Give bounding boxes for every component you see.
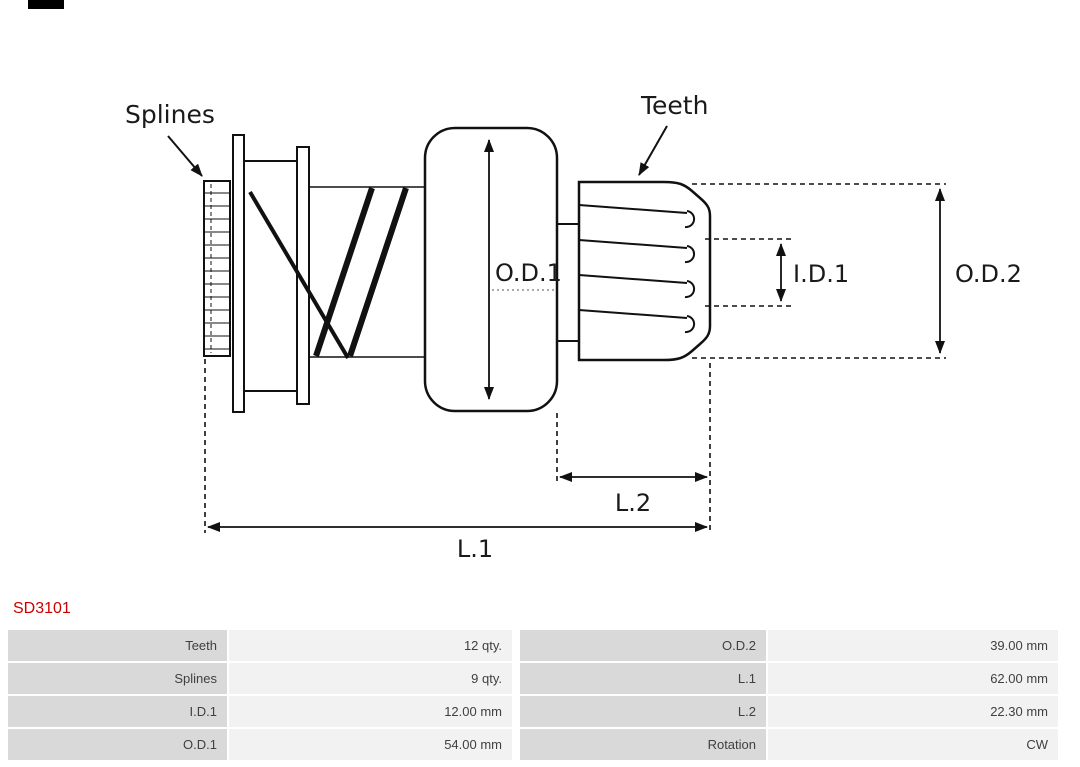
od2-label: O.D.2 [955,260,1022,288]
teeth-callout: Teeth [638,91,708,176]
spec-value-cell: 12 qty. [229,630,512,661]
spec-label-cell: Rotation [520,729,766,760]
spec-label-cell: I.D.1 [8,696,227,727]
dimension-l2: L.2 [556,363,711,533]
starter-drive-diagram: Splines Teeth O.D.1 I.D.1 O.D.2 [125,91,1022,563]
table-row: O.D.1 54.00 mm Rotation CW [8,729,1058,760]
dimension-od2: O.D.2 [692,183,1022,359]
table-row: Teeth 12 qty. O.D.2 39.00 mm [8,630,1058,661]
spec-value-cell: 39.00 mm [768,630,1058,661]
product-code: SD3101 [13,600,71,617]
stop-collar-flanges [232,134,310,413]
dimension-id1: I.D.1 [705,238,849,307]
pinion-gear [577,180,712,362]
spec-value-cell: 12.00 mm [229,696,512,727]
spec-label-cell: Teeth [8,630,227,661]
l1-label: L.1 [457,535,493,563]
spec-value-cell: 9 qty. [229,663,512,694]
splines-label: Splines [125,100,215,129]
drive-spring [248,186,424,360]
spec-value-cell: 54.00 mm [229,729,512,760]
spec-label-cell: Splines [8,663,227,694]
spec-value-cell: 62.00 mm [768,663,1058,694]
splines-callout: Splines [125,100,215,177]
table-row: Splines 9 qty. L.1 62.00 mm [8,663,1058,694]
shaft-step [557,223,579,342]
spec-label-cell: O.D.1 [8,729,227,760]
spec-label-cell: L.1 [520,663,766,694]
od1-label: O.D.1 [495,259,562,287]
id1-label: I.D.1 [793,260,849,288]
spec-value-cell: CW [768,729,1058,760]
teeth-label: Teeth [640,91,708,120]
logo-fragment [28,0,64,9]
dimension-l1: L.1 [204,359,708,563]
gear-teeth-lines [578,204,696,334]
spec-table: Teeth 12 qty. O.D.2 39.00 mm Splines 9 q… [8,630,1058,762]
splined-shaft-end [203,180,231,357]
spec-label-cell: L.2 [520,696,766,727]
dimension-od1: O.D.1 [484,139,562,400]
spec-label-cell: O.D.2 [520,630,766,661]
table-row: I.D.1 12.00 mm L.2 22.30 mm [8,696,1058,727]
spec-value-cell: 22.30 mm [768,696,1058,727]
l2-label: L.2 [615,489,651,517]
